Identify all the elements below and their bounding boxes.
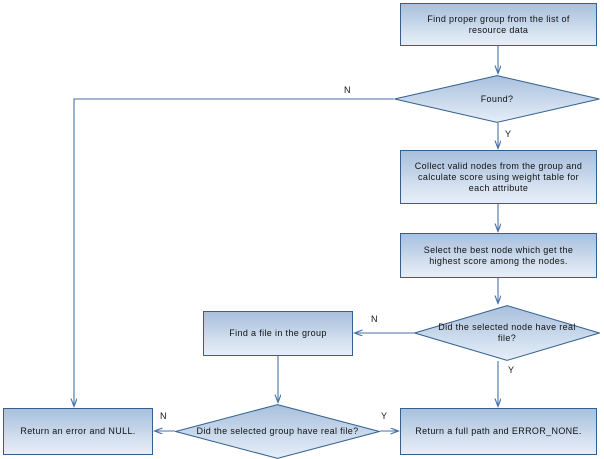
edge-label-found-no: N bbox=[344, 85, 351, 95]
node-did-group-have-real-file-label: Did the selected group have real file? bbox=[196, 426, 359, 436]
node-found-decision[interactable]: Found? bbox=[394, 75, 600, 123]
node-did-node-have-real-file[interactable]: Did the selected node have real file? bbox=[414, 305, 600, 361]
node-collect-valid-nodes[interactable]: Collect valid nodes from the group and c… bbox=[400, 150, 597, 204]
node-return-full-path[interactable]: Return a full path and ERROR_NONE. bbox=[400, 408, 597, 455]
node-did-group-have-real-file[interactable]: Did the selected group have real file? bbox=[175, 404, 380, 459]
edge-label-group-file-yes: Y bbox=[381, 411, 388, 421]
node-find-proper-group-label: Find proper group from the list of resou… bbox=[427, 13, 570, 35]
node-did-node-have-real-file-label: Did the selected node have real file? bbox=[438, 322, 576, 343]
node-found-decision-label: Found? bbox=[480, 93, 514, 104]
node-return-error-and-null-label: Return an error and NULL. bbox=[20, 426, 136, 436]
node-find-a-file-in-group-label: Find a file in the group bbox=[229, 328, 327, 338]
edge-label-node-file-no: N bbox=[371, 314, 378, 324]
edge-found-no-to-return-error bbox=[74, 98, 394, 406]
node-select-best-node[interactable]: Select the best node which get the highe… bbox=[400, 233, 597, 278]
diamond-shape bbox=[394, 75, 600, 123]
node-return-error-and-null[interactable]: Return an error and NULL. bbox=[3, 408, 153, 455]
edge-label-found-yes: Y bbox=[505, 129, 512, 139]
diamond-shape bbox=[414, 305, 600, 361]
node-find-a-file-in-group[interactable]: Find a file in the group bbox=[203, 311, 353, 356]
edge-label-group-file-no: N bbox=[160, 411, 167, 421]
node-collect-valid-nodes-label: Collect valid nodes from the group and c… bbox=[414, 160, 583, 193]
node-return-full-path-label: Return a full path and ERROR_NONE. bbox=[415, 426, 582, 436]
diamond-shape bbox=[175, 404, 380, 459]
node-find-proper-group[interactable]: Find proper group from the list of resou… bbox=[400, 3, 597, 46]
edge-label-node-file-yes: Y bbox=[508, 365, 515, 375]
node-select-best-node-label: Select the best node which get the highe… bbox=[423, 244, 574, 266]
